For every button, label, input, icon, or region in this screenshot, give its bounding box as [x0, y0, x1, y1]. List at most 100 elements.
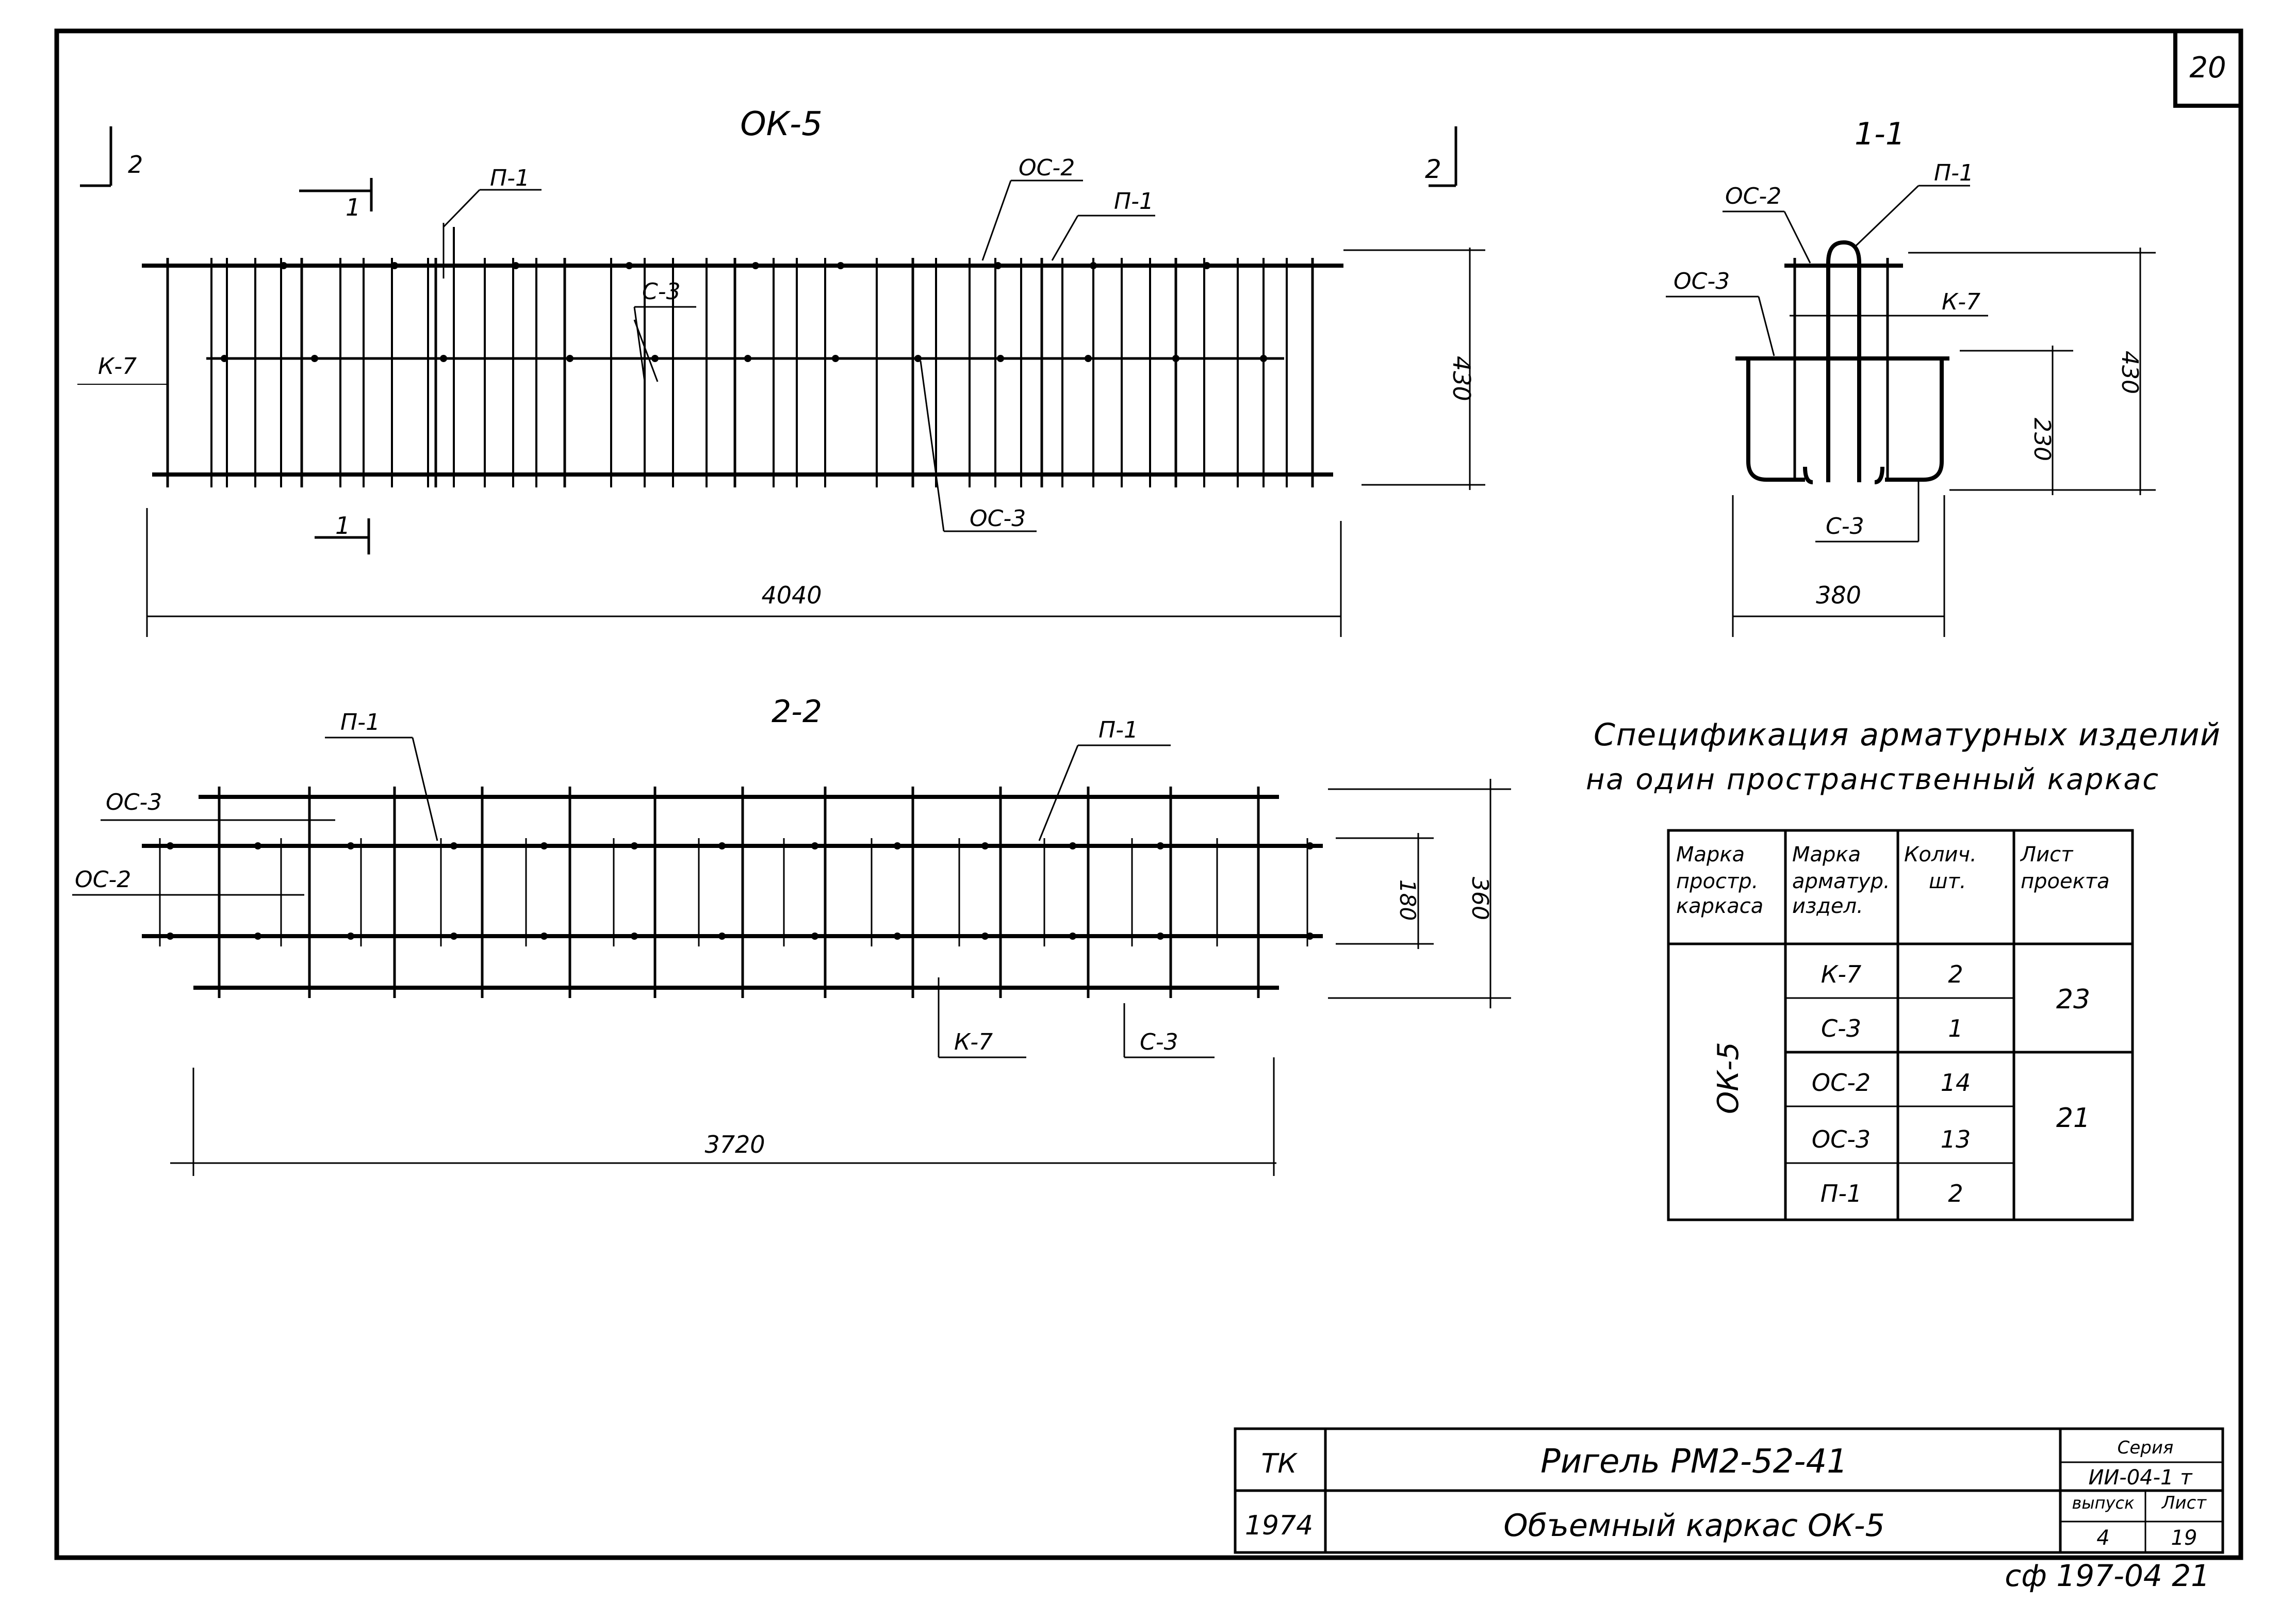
spec-sheet: 23	[2056, 984, 2090, 1015]
bar-dot	[914, 355, 922, 362]
spec-item: ОС-2	[1812, 1069, 1871, 1097]
sheet: 19	[2171, 1526, 2197, 1550]
bar-dot	[391, 262, 398, 269]
view-elevation: ОК-5 2 2 1 1 К-7	[77, 105, 1485, 637]
cut-mark-label: 1	[335, 512, 350, 540]
dim-w2: 360	[1467, 877, 1493, 920]
view-title: 1-1	[1855, 116, 1905, 152]
bar-dot	[1306, 842, 1314, 849]
series-label: Серия	[2118, 1437, 2174, 1458]
bar-dot	[837, 262, 844, 269]
bar-dot	[347, 933, 354, 940]
sheet-border	[54, 28, 2243, 1560]
bar-dot	[450, 842, 457, 849]
bar-dot	[1172, 355, 1179, 362]
bar-dot	[811, 842, 818, 849]
bar-dot	[718, 842, 726, 849]
dim-h1: 230	[2029, 418, 2055, 461]
bar-dot	[254, 842, 261, 849]
label-p1: П-1	[1114, 188, 1154, 215]
issue: 4	[2096, 1526, 2109, 1550]
spec-qty: 13	[1941, 1125, 1971, 1153]
label-oc3: ОС-3	[1674, 268, 1730, 295]
label-oc2: ОС-2	[1019, 155, 1075, 181]
section-mark-label: 2	[1425, 154, 1441, 184]
bar-dot	[540, 933, 548, 940]
bar-dot	[1090, 262, 1097, 269]
section-mark-label: 2	[128, 151, 143, 178]
bar-dot	[744, 355, 751, 362]
spec-header-item: Марка арматур. издел.	[1792, 843, 1896, 918]
label-k7: К-7	[1942, 289, 1980, 315]
cut-mark-label: 1	[346, 193, 360, 221]
spec-qty: 14	[1941, 1069, 1971, 1097]
spec-frame-mark: ОК-5	[1712, 1042, 1745, 1114]
label-p1: П-1	[1098, 717, 1138, 743]
section-mark-right: 2	[1425, 126, 1457, 187]
label-c3: С-3	[642, 279, 681, 305]
dim-w1: 180	[1395, 879, 1420, 921]
spec-title-line2: на один пространственный каркас	[1586, 763, 2158, 796]
view-plan-2-2: 2-2 ОС-3 ОС-2 П-1 П-1 К-7 С-3 360 180	[72, 694, 1511, 1176]
spec-header-qty: Колич. шт.	[1904, 843, 1983, 893]
bar-dot	[1203, 262, 1210, 269]
bar-dot	[1157, 842, 1164, 849]
spec-header-frame: Марка простр. каркаса	[1676, 843, 1765, 918]
elevation-stirrups	[166, 227, 1314, 487]
label-k7: К-7	[954, 1029, 993, 1055]
bar-dot	[512, 262, 519, 269]
bar-dot	[994, 262, 1002, 269]
bar-dot	[1069, 842, 1076, 849]
bar-dot	[540, 842, 548, 849]
cut-mark-bottom: 1	[315, 512, 370, 554]
bar-dot	[626, 262, 633, 269]
bar-dot	[1157, 933, 1164, 940]
bar-dot	[254, 933, 261, 940]
specification: Спецификация арматурных изделий на один …	[1586, 717, 2220, 1221]
bar-dot	[440, 355, 447, 362]
dim-length: 3720	[704, 1131, 765, 1158]
cut-mark-top: 1	[299, 178, 373, 221]
label-p1: П-1	[1934, 160, 1974, 186]
year: 1974	[1245, 1510, 1313, 1541]
label-oc3: ОС-3	[970, 505, 1026, 532]
spec-sheet: 21	[2056, 1103, 2090, 1134]
label-oc2: ОС-2	[1725, 183, 1781, 209]
series: ИИ-04-1 т	[2088, 1466, 2193, 1490]
dim-height: 430	[1448, 356, 1475, 401]
bar-dot	[752, 262, 759, 269]
title-block: ТК 1974 Ригель РМ2-52-41 Объемный каркас…	[1234, 1427, 2224, 1554]
bar-dot	[167, 842, 174, 849]
spec-item: С-3	[1821, 1015, 1861, 1042]
bar-dot	[631, 933, 638, 940]
bar-dot	[718, 933, 726, 940]
label-c3: С-3	[1826, 513, 1864, 540]
dim-h2: 430	[2117, 351, 2143, 394]
spec-item: П-1	[1821, 1180, 1862, 1207]
bar-dot	[832, 355, 839, 362]
view-title: 2-2	[772, 694, 822, 730]
bar-dot	[1085, 355, 1092, 362]
label-p1: П-1	[490, 165, 530, 191]
outer-stirrup	[1746, 358, 1805, 482]
bar-dot	[566, 355, 573, 362]
label-oc2: ОС-2	[75, 867, 131, 893]
view-section-1-1: 1-1 ОС-2 П-1 ОС-3 К-7 С-3 380	[1666, 116, 2156, 637]
bar-dot	[651, 355, 659, 362]
spec-qty: 2	[1948, 1180, 1963, 1207]
label-oc3: ОС-3	[106, 789, 162, 815]
section-mark-left: 2	[80, 126, 143, 187]
bar-dot	[311, 355, 318, 362]
label-c3: С-3	[1140, 1029, 1178, 1055]
issue-label: выпуск	[2072, 1493, 2135, 1513]
label-k7: К-7	[98, 353, 137, 380]
bar-dot	[631, 842, 638, 849]
bar-dot	[1069, 933, 1076, 940]
bar-dot	[997, 355, 1004, 362]
sheet-number-box	[2173, 29, 2243, 108]
drawing-subtitle: Объемный каркас ОК-5	[1503, 1508, 1884, 1544]
view-title: ОК-5	[740, 105, 823, 143]
spec-qty: 2	[1948, 960, 1963, 988]
bar-dot	[347, 842, 354, 849]
